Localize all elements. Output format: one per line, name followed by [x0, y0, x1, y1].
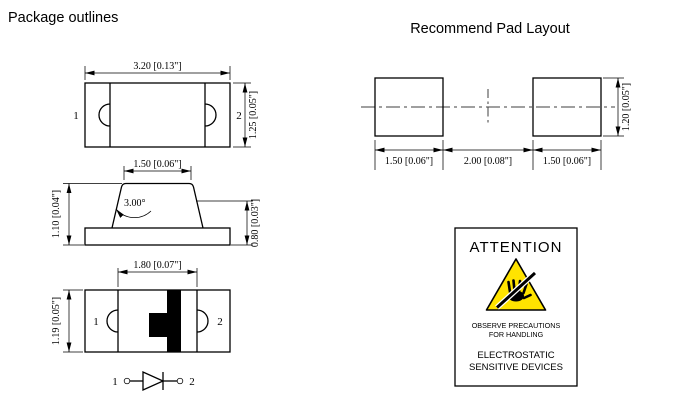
angle-leader-arc — [115, 208, 152, 218]
side-view-left-dimension-lines — [63, 183, 122, 246]
top-view: 3.20 [0.13"] 1 2 1.25 [0.05"] — [73, 61, 259, 148]
terminal-notch-left — [98, 103, 111, 127]
side-view-left-label: 1.10 [0.04"] — [51, 190, 62, 238]
bottom-view-pin2-label: 2 — [217, 316, 223, 328]
pad-gap-label: 2.00 [0.08"] — [464, 156, 512, 167]
diode-cathode-terminal — [176, 377, 184, 385]
cathode-polarity-mark — [149, 290, 181, 352]
side-view-angle-label: 3.00° — [124, 198, 146, 209]
attention-precaution-line1: OBSERVE PRECAUTIONS — [472, 321, 561, 330]
side-view-right-dimension-lines — [196, 200, 253, 246]
top-view-pin1-label: 1 — [73, 110, 79, 122]
bottom-view: 1.80 [0.07"] 1 2 1.19 [0.05"] — [51, 260, 231, 353]
diode-anode-terminal — [123, 377, 131, 385]
right-section-title: Recommend Pad Layout — [410, 21, 570, 37]
diode-symbol: 1 2 — [112, 370, 195, 392]
top-view-height-dimension-lines — [233, 82, 251, 148]
left-pad — [374, 77, 444, 137]
pad-layout-bottom-dimension-lines — [374, 140, 602, 170]
attention-esd-line1: ELECTROSTATIC — [477, 350, 554, 361]
bottom-view-pin1-label: 1 — [93, 316, 99, 328]
right-pad — [532, 77, 602, 137]
side-view-top-dimension-lines — [123, 166, 192, 180]
bottom-view-top-dimension-lines — [117, 268, 198, 287]
pad-layout-height-dimension-lines — [603, 77, 624, 137]
attention-border — [454, 227, 578, 387]
bottom-notch-right — [196, 309, 209, 333]
top-view-pin2-label: 2 — [236, 110, 242, 122]
bottom-view-left-label: 1.19 [0.05"] — [51, 297, 62, 345]
right-pad-width-label: 1.50 [0.06"] — [543, 156, 591, 167]
attention-precaution-line2: FOR HANDLING — [489, 330, 544, 339]
left-section-title: Package outlines — [8, 10, 118, 26]
diode-anode-label: 1 — [112, 376, 118, 388]
diode-symbol-lines — [130, 370, 177, 392]
esd-warning-triangle-icon — [485, 258, 547, 311]
side-view-top-label: 1.50 [0.06"] — [133, 159, 181, 170]
esd-hand-icon — [495, 270, 537, 310]
pad-height-label: 1.20 [0.05"] — [621, 83, 632, 131]
side-view-body-outline — [84, 182, 231, 246]
terminal-notch-right — [204, 103, 217, 127]
bottom-view-body-outline — [84, 289, 231, 353]
esd-triangle — [485, 258, 547, 311]
side-view: 1.50 [0.06"] 3.00° 1.10 [0.04"] 0.80 [0.… — [51, 159, 261, 247]
side-view-right-label: 0.80 [0.03"] — [250, 199, 261, 247]
side-view-lens — [111, 182, 204, 229]
attention-esd-line2: SENSITIVE DEVICES — [469, 362, 563, 373]
diode-cathode-label: 2 — [189, 376, 195, 388]
top-view-body-outline — [84, 82, 231, 148]
bottom-view-top-label: 1.80 [0.07"] — [133, 260, 181, 271]
top-view-width-dimension-lines — [84, 66, 231, 80]
left-pad-width-label: 1.50 [0.06"] — [385, 156, 433, 167]
top-view-height-label: 1.25 [0.05"] — [248, 91, 259, 139]
attention-box: ATTENTION OBSERVE PRECAUTIONS FOR HANDLI… — [454, 227, 578, 387]
pad-layout: 1.50 [0.06"] 2.00 [0.08"] 1.50 [0.06"] 1… — [361, 77, 632, 170]
attention-title: ATTENTION — [470, 239, 563, 256]
bottom-notch-left — [106, 309, 119, 333]
side-view-base-slab — [84, 227, 231, 246]
top-view-width-label: 3.20 [0.13"] — [133, 61, 181, 72]
bottom-view-left-dimension-lines — [63, 289, 83, 353]
